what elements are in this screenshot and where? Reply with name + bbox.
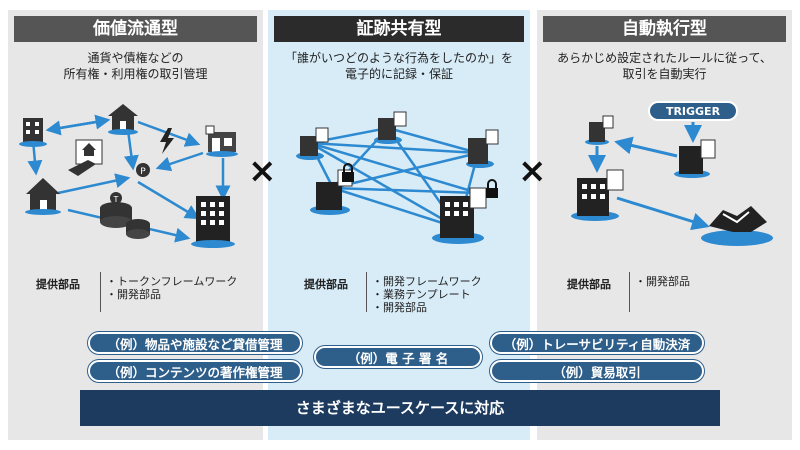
list-item: ・開発部品	[106, 288, 161, 301]
provider-list: ・開発部品	[635, 275, 690, 288]
divider	[100, 272, 101, 312]
hand-house-icon	[68, 139, 103, 176]
auto-execution-diagram: TRIGGER	[571, 101, 773, 246]
list-item: ・業務テンプレート	[372, 288, 471, 301]
lightning-icon	[160, 128, 174, 154]
building-icon	[674, 139, 716, 178]
list-item: ・開発フレームワーク	[372, 275, 482, 288]
example-pill: （例）貿易取引	[490, 360, 704, 382]
office-building-icon	[191, 196, 235, 248]
panel-description: 「誰がいつどのような行為をしたのか」を 電子的に記録・保証	[284, 51, 513, 81]
shop-icon	[205, 125, 238, 157]
divider	[366, 272, 367, 312]
node-building-icon	[432, 187, 487, 244]
panel-title: 自動執行型	[543, 16, 786, 42]
svg-text:T: T	[113, 195, 119, 204]
building-icon	[585, 115, 614, 145]
node-building-icon	[466, 129, 499, 168]
example-pill: （例）電 子 署 名	[314, 346, 482, 368]
coin-icon: P	[136, 163, 150, 177]
trigger-label: TRIGGER	[666, 105, 721, 118]
example-pill: （例）トレーサビリティ自動決済	[490, 332, 704, 354]
svg-text:P: P	[140, 167, 146, 177]
house-large-icon	[25, 178, 61, 215]
list-item: ・開発部品	[372, 301, 427, 314]
provider-label: 提供部品	[567, 278, 611, 291]
provider-list: ・開発フレームワーク ・業務テンプレート ・開発部品	[372, 275, 482, 314]
provider-label: 提供部品	[304, 278, 348, 291]
coins-stack-icon: T	[100, 192, 150, 239]
value-circulation-diagram: P T	[19, 104, 238, 248]
house-icon	[108, 104, 138, 135]
trigger-badge: TRIGGER	[648, 101, 738, 121]
panel-title: 価値流通型	[14, 16, 257, 42]
lock-icon	[486, 179, 498, 198]
panel-description: あらかじめ設定されたルールに従って、 取引を自動実行	[557, 51, 772, 81]
list-item: ・トークンフレームワーク	[106, 275, 238, 288]
panel-description: 通貨や債権などの 所有権・利用権の取引管理	[63, 51, 208, 81]
times-icon: ×	[518, 151, 547, 191]
evidence-sharing-diagram	[296, 111, 499, 244]
example-pill: （例）コンテンツの著作権管理	[88, 360, 302, 382]
divider	[629, 272, 630, 312]
node-building-icon	[296, 127, 329, 160]
use-case-banner: さまざまなユースケースに対応	[80, 390, 720, 426]
list-item: ・開発部品	[635, 275, 690, 288]
node-building-icon	[374, 111, 407, 144]
building-icon	[19, 118, 47, 147]
provider-label: 提供部品	[36, 278, 80, 291]
times-icon: ×	[248, 151, 277, 191]
flow-arrows	[588, 122, 710, 231]
lock-icon	[342, 163, 354, 182]
handshake-icon	[701, 206, 773, 246]
building-icon	[571, 169, 624, 221]
example-pill: （例）物品や施設など貸借管理	[88, 332, 302, 354]
panel-evidence-sharing: 証跡共有型 「誰がいつどのような行為をしたのか」を 電子的に記録・保証	[268, 10, 530, 440]
panel-title: 証跡共有型	[274, 16, 524, 42]
provider-list: ・トークンフレームワーク ・開発部品	[106, 275, 237, 301]
